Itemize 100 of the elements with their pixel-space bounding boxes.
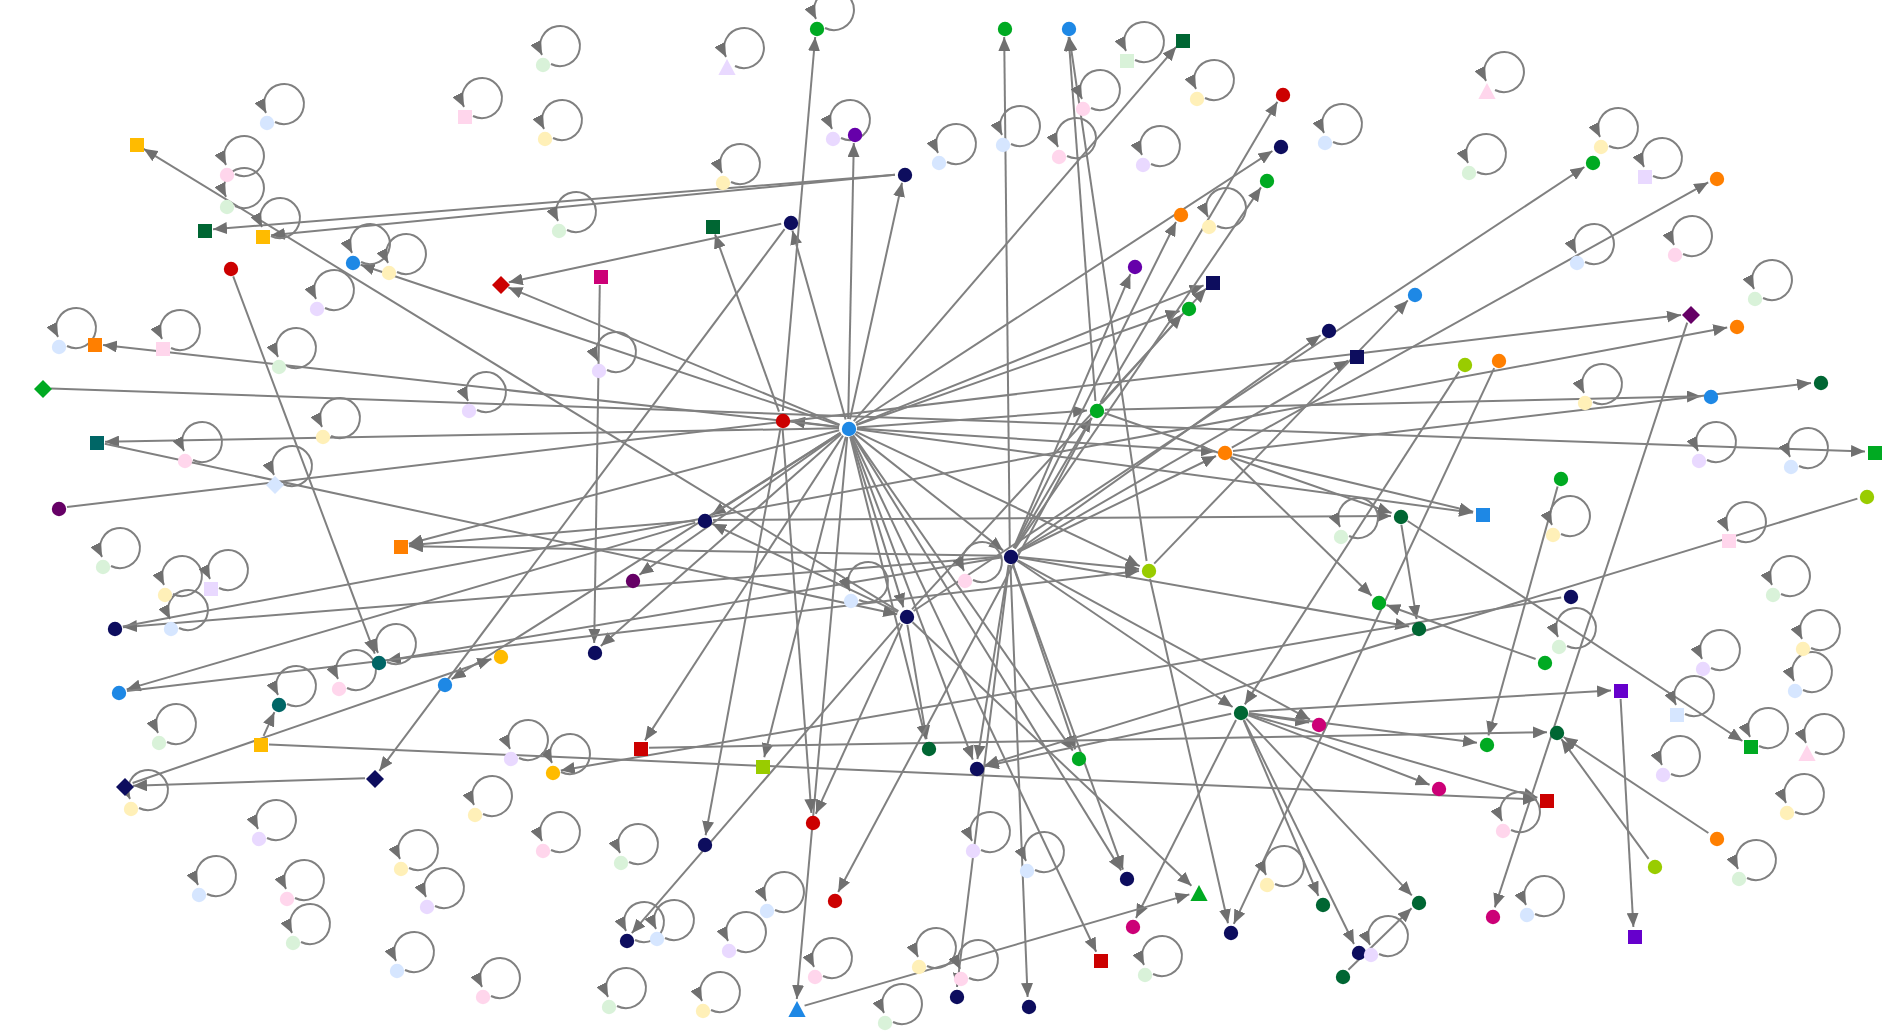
- circle-node: [1565, 251, 1587, 273]
- self-loop-arrow: [715, 27, 765, 70]
- arrow: [262, 711, 276, 737]
- circle-node: [609, 851, 631, 873]
- arrow: [1243, 719, 1355, 945]
- arrow: [1017, 556, 1411, 630]
- self-loop-arrow: [187, 855, 237, 898]
- square-node: [1089, 949, 1111, 971]
- circle-node: [215, 195, 237, 217]
- arrow: [850, 435, 974, 761]
- circle-node: [247, 827, 269, 849]
- self-loop-arrow: [717, 911, 767, 954]
- self-loop-arrow: [1475, 51, 1525, 94]
- circle-node: [1131, 153, 1153, 175]
- self-loop-arrow: [1665, 675, 1715, 718]
- arrow: [507, 222, 783, 286]
- circle-node: [1533, 651, 1555, 673]
- circle-node: [305, 297, 327, 319]
- arrow: [102, 340, 840, 428]
- arrow: [855, 284, 1205, 426]
- square-node: [1535, 789, 1557, 811]
- circle-node: [1133, 963, 1155, 985]
- arrow: [983, 497, 1859, 768]
- self-loop-arrow: [1687, 421, 1737, 464]
- circle-node: [1137, 559, 1159, 581]
- circle-node: [1691, 657, 1713, 679]
- self-loop-arrow: [953, 541, 1003, 584]
- self-loop-arrow: [389, 829, 439, 872]
- circle-node: [1067, 747, 1089, 769]
- self-loop-arrow: [1515, 875, 1565, 918]
- circle-node: [1317, 319, 1339, 341]
- arrow: [1248, 685, 1612, 713]
- circle-node: [1725, 315, 1747, 337]
- circle-node: [907, 955, 929, 977]
- arrow: [781, 428, 817, 814]
- arrow: [385, 556, 1003, 665]
- self-loop-arrow: [1359, 915, 1409, 958]
- arrow: [1012, 563, 1124, 871]
- arrow: [232, 275, 376, 655]
- self-loop-arrow: [1573, 363, 1623, 406]
- arrow: [1486, 485, 1559, 737]
- arrow: [998, 36, 1011, 548]
- self-loop-arrow: [691, 971, 741, 1014]
- self-loop-arrow: [341, 223, 391, 266]
- circle-node: [805, 17, 827, 39]
- arrow: [854, 150, 1274, 424]
- arrow: [1013, 221, 1177, 549]
- circle-node: [1311, 893, 1333, 915]
- triangle-node: [715, 55, 737, 77]
- arrow: [1347, 907, 1413, 971]
- circle-node: [1085, 399, 1107, 421]
- circle-node: [1559, 585, 1581, 607]
- self-loop-arrow: [1651, 735, 1701, 778]
- arrow: [638, 432, 842, 576]
- arrow: [849, 181, 905, 421]
- self-loop-arrow: [1491, 791, 1541, 834]
- circle-node: [1453, 353, 1475, 375]
- arrow: [630, 621, 902, 935]
- circle-node: [1269, 135, 1291, 157]
- circle-node: [839, 589, 861, 611]
- arrow: [559, 596, 1563, 774]
- square-node: [125, 133, 147, 155]
- self-loop-arrow: [1727, 839, 1777, 882]
- circle-node: [311, 425, 333, 447]
- arrow: [850, 435, 1098, 953]
- self-loop-arrow: [1779, 427, 1829, 470]
- circle-node: [1213, 441, 1235, 463]
- circle-node: [1331, 965, 1353, 987]
- arrow: [712, 510, 1392, 523]
- arrow: [852, 434, 1074, 752]
- square-node: [83, 333, 105, 355]
- circle-node: [1017, 995, 1039, 1017]
- circle-node: [107, 681, 129, 703]
- circle-node: [1457, 161, 1479, 183]
- arrow: [103, 442, 899, 618]
- self-loop-arrow: [159, 589, 209, 632]
- square-node: [629, 737, 651, 759]
- circle-node: [597, 995, 619, 1017]
- circle-node: [1057, 17, 1079, 39]
- arrow: [847, 142, 860, 420]
- arrow: [407, 429, 841, 547]
- arrow: [50, 387, 1866, 458]
- circle-node: [1115, 867, 1137, 889]
- self-loop-arrow: [267, 665, 317, 708]
- arrow: [132, 777, 366, 792]
- circle-node: [267, 693, 289, 715]
- circle-node: [47, 497, 69, 519]
- circle-node: [1775, 801, 1797, 823]
- circle-node: [1177, 297, 1199, 319]
- arrow: [1153, 299, 1409, 565]
- self-loop-arrow: [267, 327, 317, 370]
- circle-node: [219, 257, 241, 279]
- self-loop-arrow: [173, 421, 223, 464]
- arrow: [1229, 457, 1373, 597]
- arrow: [1493, 321, 1689, 909]
- circle-node: [531, 839, 553, 861]
- circle-node: [927, 151, 949, 173]
- circle-node: [385, 959, 407, 981]
- self-loop-arrow: [147, 703, 197, 746]
- diamond-node: [489, 273, 511, 295]
